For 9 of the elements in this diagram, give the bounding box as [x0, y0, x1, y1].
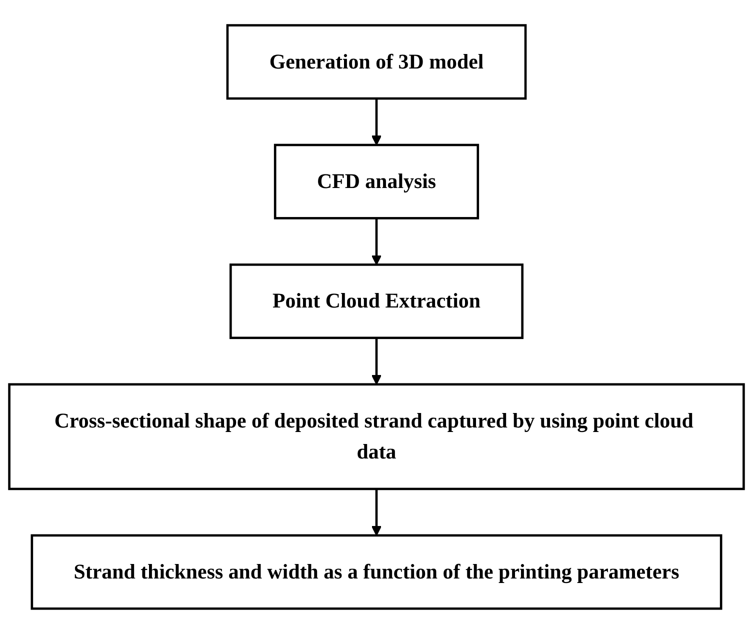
node-box: Strand thickness and width as a function of the printing parameters [30, 534, 722, 610]
arrow [371, 98, 382, 145]
node-box: CFD analysis [274, 143, 480, 219]
arrow [371, 218, 382, 265]
node-box: Generation of 3D model [226, 24, 527, 100]
arrow [371, 337, 382, 384]
node-box: Point Cloud Extraction [230, 263, 524, 339]
node-box: Cross-sectional shape of deposited strand captured by using point cloud data [8, 382, 745, 490]
arrow [371, 488, 382, 536]
